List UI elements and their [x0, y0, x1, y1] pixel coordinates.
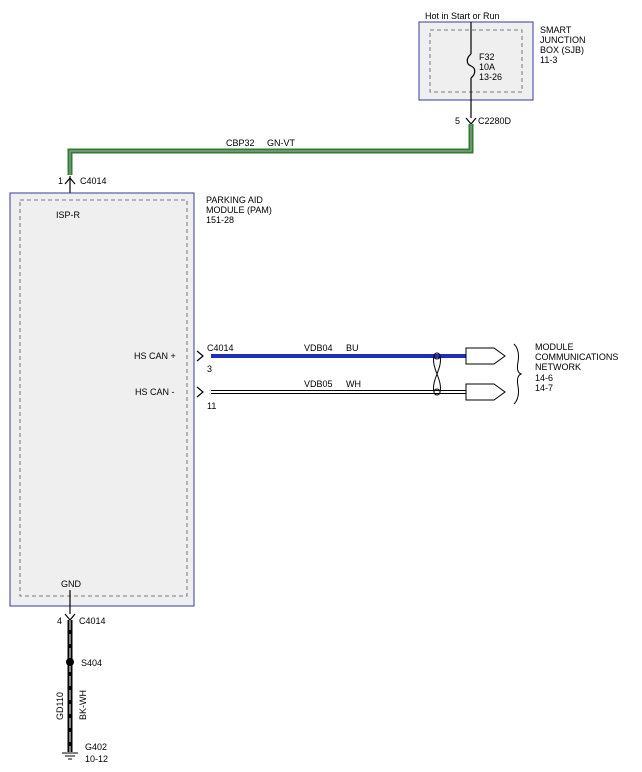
connector-pin-5: 5: [455, 116, 460, 126]
ground-symbol: [62, 752, 78, 760]
pam-hs-can-plus-label: HS CAN +: [134, 351, 176, 361]
gnd-pin: 4: [57, 616, 62, 626]
pam-inner-dashed-box: [19, 199, 188, 597]
pam-hs-can-minus-label: HS CAN -: [135, 387, 175, 397]
network-arrow-plus: [465, 347, 506, 365]
pam-name-line1: PARKING AID: [206, 195, 263, 205]
network-arrow-minus: [465, 383, 506, 401]
pam-isp-label: ISP-R: [56, 210, 81, 220]
wire-vdb04-circuit: VDB04: [304, 343, 333, 353]
twisted-pair-symbol: [433, 352, 441, 396]
sjb-ref: 11-3: [540, 55, 557, 65]
sjb-name-line1: SMART: [540, 25, 572, 35]
network-line3: NETWORK: [535, 362, 581, 372]
fuse-id: F32: [479, 52, 495, 62]
can-plus-pin: 3: [207, 364, 212, 374]
network-line1: MODULE: [535, 342, 574, 352]
connector-c4014-can-plus-chevron: [196, 350, 204, 362]
can-wires: VDB04 BU VDB05 WH: [211, 343, 523, 405]
wire-vdb04-color: BU: [346, 343, 359, 353]
wire-gd110-circuit: GD110: [55, 692, 65, 720]
pam-outer-box: [9, 192, 195, 607]
connector-c2280d-chevron: [465, 117, 477, 125]
wire-gd110-color: BK-WH: [78, 690, 88, 720]
sjb-name-line2: JUNCTION: [540, 35, 586, 45]
network-ref2: 14-7: [535, 383, 553, 393]
network-brace: [513, 343, 523, 405]
wire-cbp32-main: [67, 124, 474, 175]
pam-gnd-label: GND: [61, 579, 82, 589]
wire-vdb05-color: WH: [346, 379, 361, 389]
parking-aid-module: 1 C4014 PARKING AID MODULE (PAM) 151-28 …: [9, 176, 272, 607]
sjb-inner-dashed-box: [429, 29, 523, 93]
wire-cbp32-color: GN-VT: [267, 138, 296, 148]
network-label: MODULE COMMUNICATIONS NETWORK 14-6 14-7: [535, 342, 618, 393]
smart-junction-box: Hot in Start or Run SMART JUNCTION BOX (…: [418, 11, 586, 126]
fuse-ref: 13-26: [479, 72, 502, 82]
gnd-connector: C4014: [79, 616, 106, 626]
sjb-power-label: Hot in Start or Run: [425, 11, 500, 21]
pam-top-connector: C4014: [80, 176, 107, 186]
sjb-name-line3: BOX (SJB): [540, 45, 584, 55]
pam-name-line2: MODULE (PAM): [206, 205, 272, 215]
fuse-rating: 10A: [479, 62, 495, 72]
wire-cbp32-circuit: CBP32: [226, 138, 255, 148]
can-connector-label: C4014: [207, 343, 234, 353]
wire-cbp32: CBP32 GN-VT: [67, 124, 474, 175]
network-ref1: 14-6: [535, 373, 553, 383]
connector-c2280d: C2280D: [478, 116, 512, 126]
splice-s404: S404: [81, 658, 102, 668]
connector-c4014-can-minus-chevron: [196, 386, 204, 398]
splice-s404-dot: [66, 658, 74, 666]
fuse-symbol: [466, 53, 476, 79]
pam-ref: 151-28: [206, 215, 234, 225]
sjb-outer-box: [418, 21, 534, 101]
ground-id: G402: [85, 742, 107, 752]
network-line2: COMMUNICATIONS: [535, 352, 618, 362]
wire-cbp32-stripe: [69, 124, 472, 175]
ground-ref: 10-12: [85, 754, 108, 764]
ground-circuit: 4 C4014 S404 GD110 BK-WH G402 10-12: [55, 590, 108, 764]
wire-vdb05-circuit: VDB05: [304, 379, 333, 389]
connector-c4014-gnd-chevron: [64, 613, 76, 621]
pam-top-pin: 1: [58, 176, 63, 186]
can-minus-pin: 11: [207, 401, 216, 411]
